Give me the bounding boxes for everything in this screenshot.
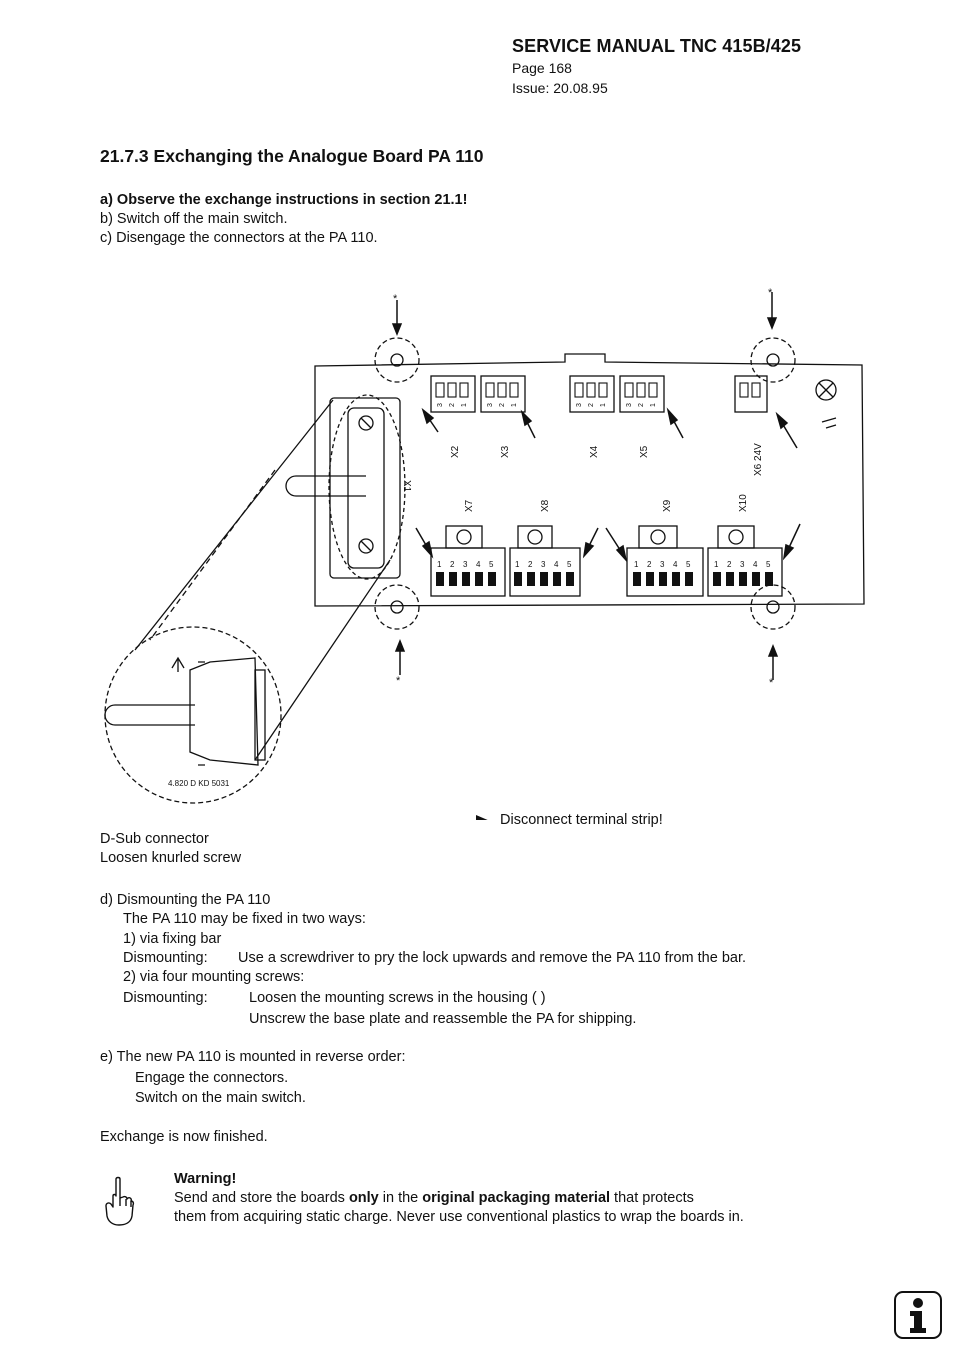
svg-text:1: 1 [634, 560, 639, 569]
svg-text:3: 3 [463, 560, 468, 569]
x1-highlight [328, 394, 406, 580]
svg-text:1: 1 [600, 403, 607, 407]
connector-x5 [619, 375, 665, 413]
step-d-line2: 1) via fixing bar [123, 931, 222, 947]
svg-text:3: 3 [437, 403, 444, 407]
mounting-screw-br [750, 584, 796, 630]
label-x3: X3 [500, 445, 511, 458]
svg-text:*: * [768, 287, 773, 299]
knurled-screw-bottom [358, 538, 374, 554]
svg-text:4: 4 [753, 560, 758, 569]
part-number: 4.820 D KD 5031 [168, 779, 230, 788]
step-d-line6: Unscrew the base plate and reassemble th… [249, 1011, 637, 1027]
section-title: 21.7.3 Exchanging the Analogue Board PA … [100, 146, 484, 166]
svg-text:1: 1 [714, 560, 719, 569]
step-b: b) Switch off the main switch. [100, 211, 288, 227]
issue-date: Issue: 20.08.95 [512, 80, 608, 96]
step-d-label2: Dismounting: [123, 990, 208, 1006]
page-number: Page 168 [512, 60, 572, 76]
warning-line1: Send and store the boards only in the or… [174, 1190, 694, 1206]
svg-text:5: 5 [489, 560, 494, 569]
mounting-screw-bl [374, 584, 420, 630]
finish-text: Exchange is now finished. [100, 1129, 268, 1145]
label-x8: X8 [540, 499, 551, 512]
svg-text:2: 2 [450, 560, 455, 569]
fixing-bar [329, 397, 401, 579]
svg-text:*: * [393, 293, 398, 305]
svg-text:3: 3 [660, 560, 665, 569]
svg-text:*: * [769, 677, 774, 689]
connector-x6 [734, 375, 768, 413]
svg-text:2: 2 [727, 560, 732, 569]
step-d-label1: Dismounting: [123, 950, 208, 966]
svg-text:3: 3 [626, 403, 633, 407]
svg-text:3: 3 [576, 403, 583, 407]
svg-text:2: 2 [647, 560, 652, 569]
svg-text:4: 4 [554, 560, 559, 569]
warning-line2: them from acquiring static charge. Never… [174, 1209, 744, 1225]
connector-x2 [430, 375, 476, 413]
mounting-screw-tr [750, 337, 796, 383]
step-e-title: e) The new PA 110 is mounted in reverse … [100, 1049, 406, 1065]
legend-arrow-text: Disconnect terminal strip! [500, 812, 663, 828]
svg-text:2: 2 [449, 403, 456, 407]
label-x1: X1 [401, 480, 412, 493]
svg-text:2: 2 [528, 560, 533, 569]
connector-x3 [480, 375, 526, 413]
svg-text:3: 3 [541, 560, 546, 569]
warning-title: Warning! [174, 1171, 237, 1187]
svg-text:2: 2 [588, 403, 595, 407]
svg-text:5: 5 [766, 560, 771, 569]
svg-text:5: 5 [686, 560, 691, 569]
svg-text:1: 1 [515, 560, 520, 569]
step-d-line5: Loosen the mounting screws in the housin… [249, 990, 546, 1006]
step-e-line2: Switch on the main switch. [135, 1090, 306, 1106]
label-x7: X7 [464, 499, 475, 512]
svg-text:3: 3 [487, 403, 494, 407]
svg-text:2: 2 [638, 403, 645, 407]
step-e-line1: Engage the connectors. [135, 1070, 289, 1086]
knurled-screw-top [358, 415, 374, 431]
legend-knurled: Loosen knurled screw [100, 850, 242, 866]
step-c: c) Disengage the connectors at the PA 11… [100, 230, 378, 246]
connector-x4 [569, 375, 615, 413]
pointing-hand-icon [105, 1176, 135, 1226]
label-x9: X9 [662, 499, 673, 512]
svg-text:4: 4 [476, 560, 481, 569]
label-x5: X5 [639, 445, 650, 458]
svg-text:5: 5 [567, 560, 572, 569]
step-d-line3: Use a screwdriver to pry the lock upward… [238, 950, 747, 966]
info-icon [894, 1291, 942, 1339]
legend-dsub: D-Sub connector [100, 831, 209, 847]
label-x10: X10 [738, 494, 749, 512]
label-x2: X2 [450, 445, 461, 458]
step-d-title: d) Dismounting the PA 110 [100, 892, 271, 908]
manual-title: SERVICE MANUAL TNC 415B/425 [512, 36, 802, 56]
step-d-line1: The PA 110 may be fixed in two ways: [123, 911, 366, 927]
step-a: a) Observe the exchange instructions in … [100, 192, 468, 208]
svg-text:1: 1 [461, 403, 468, 407]
label-x4: X4 [589, 445, 600, 458]
svg-text:1: 1 [650, 403, 657, 407]
step-d-line4: 2) via four mounting screws: [123, 969, 305, 985]
label-x6: X6 24V [753, 443, 764, 476]
svg-text:1: 1 [437, 560, 442, 569]
svg-text:2: 2 [499, 403, 506, 407]
svg-text:3: 3 [740, 560, 745, 569]
svg-text:*: * [396, 675, 401, 687]
board-outline [314, 353, 865, 607]
mounting-screw-tl [374, 337, 420, 383]
svg-text:1: 1 [511, 403, 518, 407]
svg-text:4: 4 [673, 560, 678, 569]
